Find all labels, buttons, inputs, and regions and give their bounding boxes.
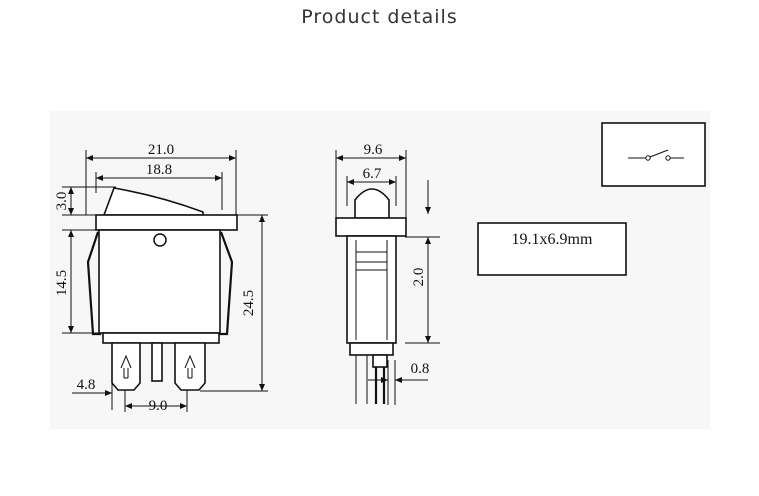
switch-lever-icon — [649, 149, 669, 158]
side-terminal-lug — [372, 354, 388, 368]
front-view: 21.0 18.8 3.0 14.5 24.5 4.8 9.0 — [54, 142, 268, 414]
side-rocker — [354, 188, 390, 219]
side-housing — [346, 235, 397, 344]
panel-cutout: 19.1x6.9mm — [477, 222, 627, 276]
dim-terminal-thickness: 0.8 — [411, 361, 430, 377]
side-view: 9.6 6.7 2.0 0.8 — [335, 142, 440, 405]
dim-total-height: 24.5 — [241, 290, 257, 316]
dim-overall-width: 21.0 — [148, 142, 174, 158]
dim-terminal-spacing: 9.0 — [149, 398, 168, 414]
right-clip — [219, 231, 234, 336]
left-clip — [86, 231, 101, 336]
switch-symbol-box — [601, 122, 706, 187]
indicator-dot — [153, 233, 167, 247]
dim-flange-thickness: 2.0 — [411, 268, 427, 287]
rocker-button — [102, 187, 204, 216]
terminal-middle — [151, 342, 163, 382]
switch-symbol — [601, 122, 706, 187]
dim-rocker-width: 18.8 — [146, 162, 172, 178]
side-base — [349, 342, 394, 356]
dim-flange-width: 9.6 — [364, 142, 383, 158]
panel-cutout-box — [477, 222, 627, 276]
panel-cutout-label: 19.1x6.9mm — [512, 231, 593, 248]
dim-rocker-height: 3.0 — [54, 192, 70, 211]
terminal-left — [111, 342, 141, 391]
front-flange — [95, 214, 238, 231]
front-base — [102, 332, 220, 344]
dim-terminal-width: 4.8 — [77, 377, 96, 393]
page-title: Product details — [301, 6, 458, 28]
dim-body-height: 14.5 — [54, 270, 70, 296]
terminal-right — [174, 342, 206, 391]
dim-side-rocker-width: 6.7 — [363, 166, 382, 182]
side-flange — [335, 217, 407, 237]
